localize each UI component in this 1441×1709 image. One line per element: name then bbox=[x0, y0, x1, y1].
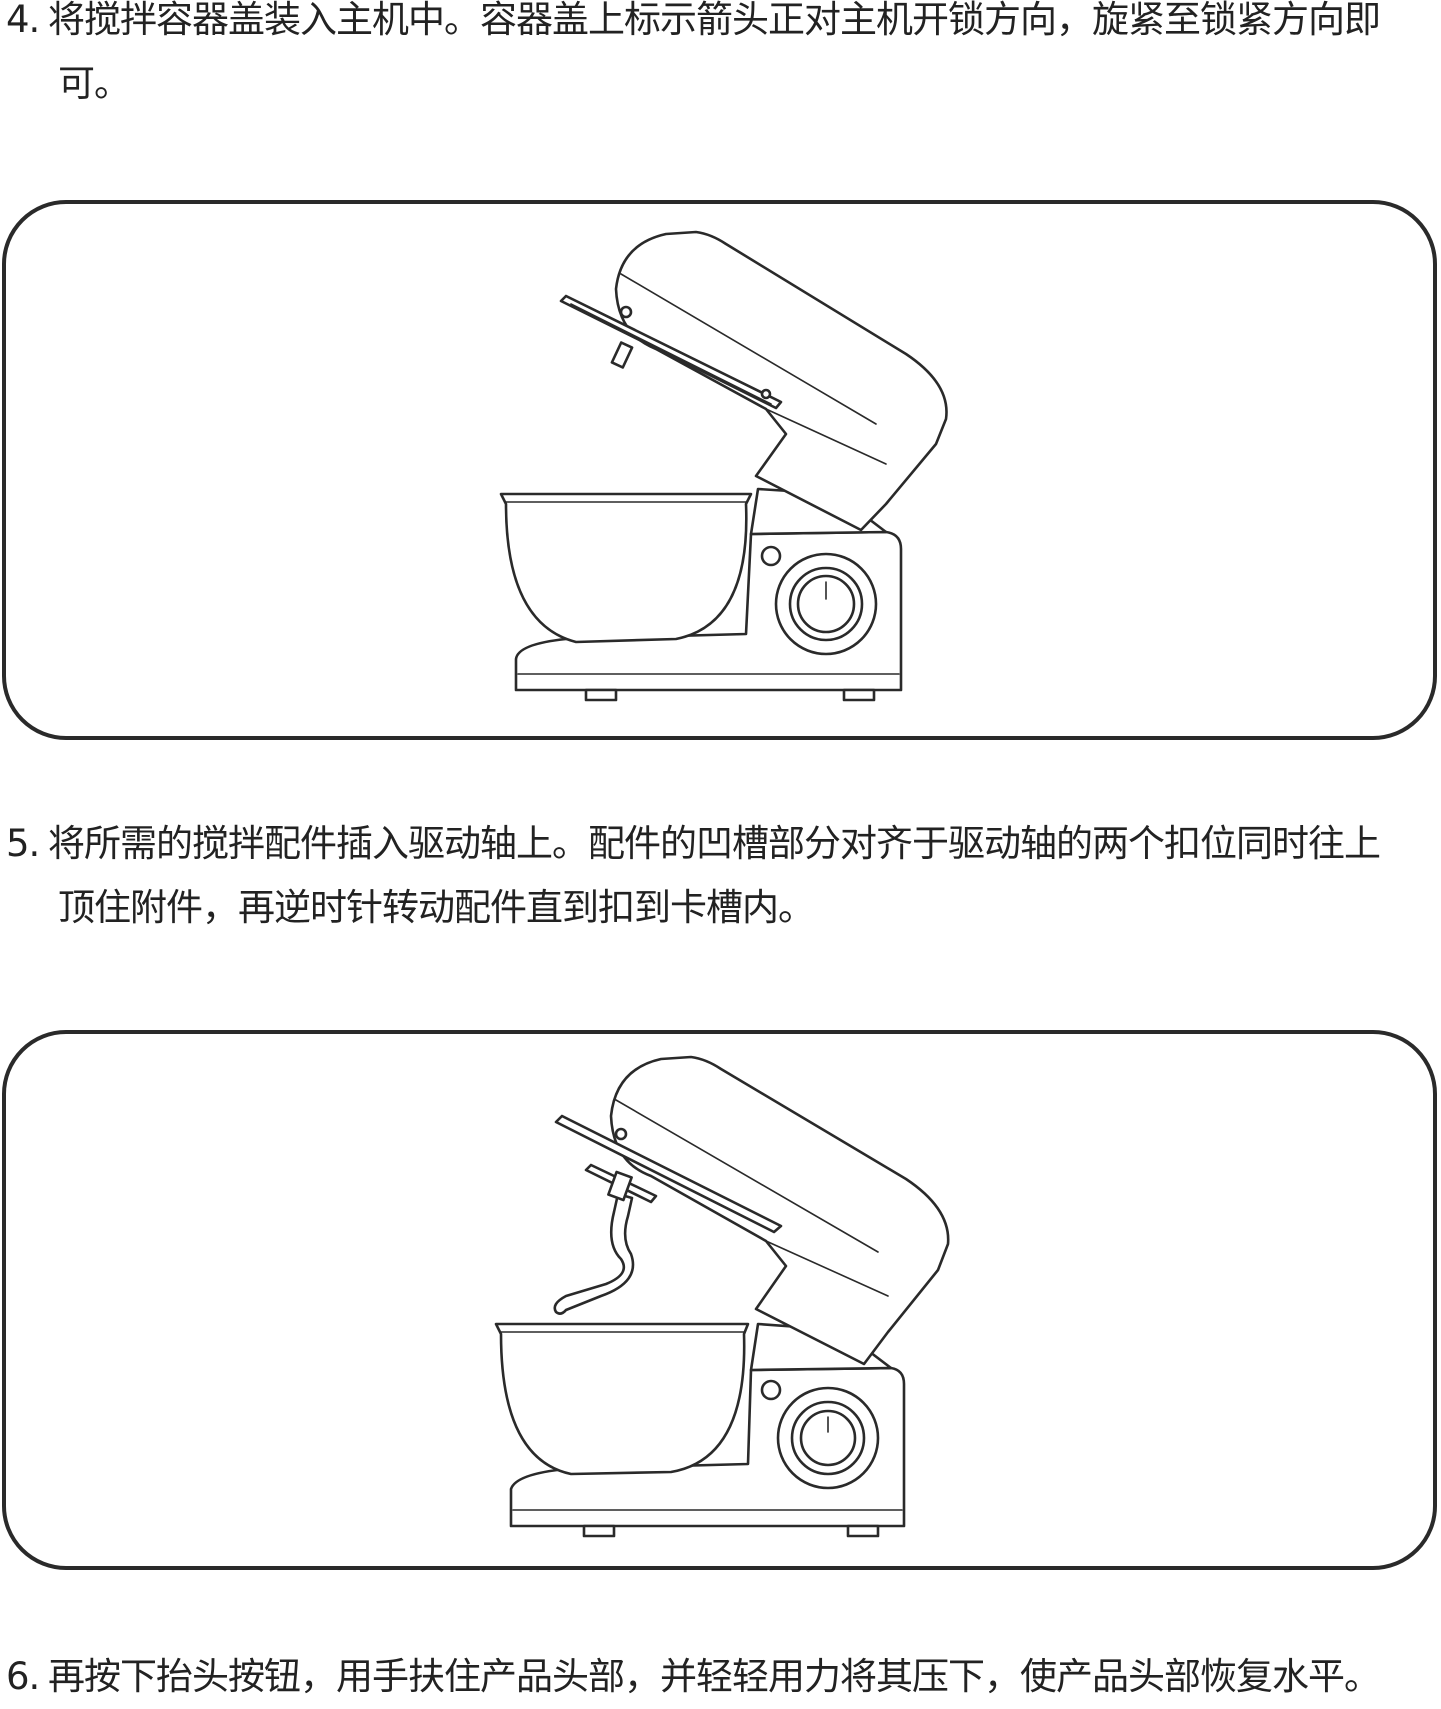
step-text-line-1: 再按下抬头按钮，用手扶住产品头部，并轻轻用力将其压下，使产品头部恢复水平。 bbox=[48, 1655, 1381, 1698]
step-text-line-1: 将搅拌容器盖装入主机中。容器盖上标示箭头正对主机开锁方向，旋紧至锁紧方向即 bbox=[48, 0, 1381, 41]
step-number: 4. bbox=[6, 0, 40, 41]
step-4-instruction: 4.将搅拌容器盖装入主机中。容器盖上标示箭头正对主机开锁方向，旋紧至锁紧方向即 … bbox=[6, 0, 1436, 116]
illustration-panel-step-4 bbox=[2, 200, 1437, 740]
stand-mixer-with-bowl-lid-icon bbox=[499, 230, 948, 702]
step-6-instruction: 6.再按下抬头按钮，用手扶住产品头部，并轻轻用力将其压下，使产品头部恢复水平。 bbox=[6, 1645, 1436, 1709]
step-5-instruction: 5.将所需的搅拌配件插入驱动轴上。配件的凹槽部分对齐于驱动轴的两个扣位同时往上 … bbox=[6, 812, 1436, 940]
step-text-line-2: 可。 bbox=[58, 62, 131, 105]
stand-mixer-with-dough-hook-icon bbox=[494, 1055, 950, 1538]
step-text-line-1: 将所需的搅拌配件插入驱动轴上。配件的凹槽部分对齐于驱动轴的两个扣位同时往上 bbox=[48, 822, 1381, 865]
step-number: 5. bbox=[6, 822, 40, 865]
illustration-panel-step-5 bbox=[2, 1030, 1437, 1570]
step-text-line-2: 顶住附件，再逆时针转动配件直到扣到卡槽内。 bbox=[58, 886, 815, 929]
step-number: 6. bbox=[6, 1655, 40, 1698]
